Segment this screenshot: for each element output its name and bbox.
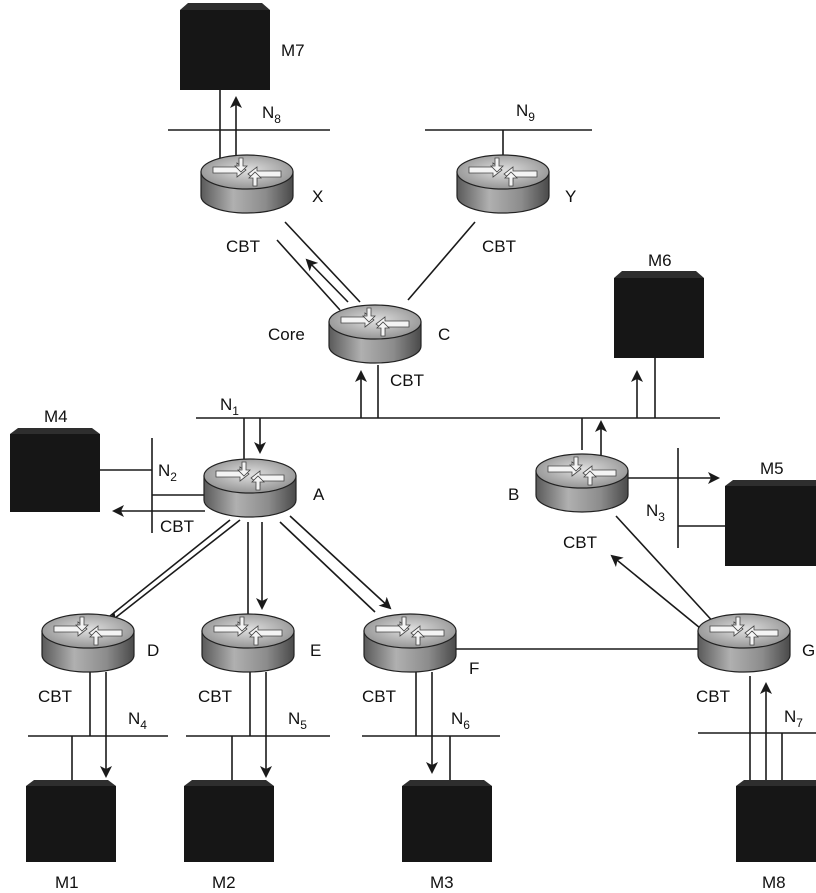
- router-d-label: D: [147, 641, 159, 660]
- host-m4-box: [10, 428, 100, 512]
- router-g-icon: [698, 614, 790, 672]
- router-a-icon: [204, 459, 296, 517]
- link-core-y: [408, 222, 475, 300]
- network-n4-label: N4: [128, 709, 147, 732]
- router-b-cbt-tag: CBT: [563, 533, 597, 552]
- flow-a-to-f: [290, 516, 390, 608]
- router-core-role-label: Core: [268, 325, 305, 344]
- router-e-label: E: [310, 641, 321, 660]
- network-n6-label: N6: [451, 709, 470, 732]
- router-f-label: F: [469, 659, 479, 678]
- router-core-label: C: [438, 325, 450, 344]
- router-x-icon: [201, 155, 293, 213]
- flow-a-to-f-tail: [280, 522, 375, 612]
- host-m3-label: M3: [430, 873, 454, 892]
- host-m6-box: [614, 271, 704, 358]
- router-f-cbt-tag: CBT: [362, 687, 396, 706]
- host-m1-box: [26, 780, 116, 862]
- network-n5-label: N5: [288, 709, 307, 732]
- router-core-icon: [329, 305, 421, 363]
- host-m7-box: [180, 3, 270, 90]
- router-y-icon: [457, 155, 549, 213]
- router-e-icon: [202, 614, 294, 672]
- router-y-label: Y: [565, 187, 576, 206]
- host-m2-label: M2: [212, 873, 236, 892]
- network-n3-label: N3: [646, 501, 665, 524]
- router-g-cbt-tag: CBT: [696, 687, 730, 706]
- host-m5-box: [725, 480, 816, 566]
- host-m6-label: M6: [648, 251, 672, 270]
- router-y-cbt-tag: CBT: [482, 237, 516, 256]
- network-n1-label: N1: [220, 395, 239, 418]
- router-e-cbt-tag: CBT: [198, 687, 232, 706]
- router-b-icon: [536, 454, 628, 512]
- router-b-label: B: [508, 485, 519, 504]
- host-m7-label: M7: [281, 41, 305, 60]
- router-core-cbt-tag: CBT: [390, 371, 424, 390]
- host-m8-box: [736, 780, 816, 862]
- network-n7-label: N7: [784, 707, 803, 730]
- host-m2-box: [184, 780, 274, 862]
- host-m4-label: M4: [44, 407, 68, 426]
- host-m5-label: M5: [760, 459, 784, 478]
- network-n9-label: N9: [516, 101, 535, 124]
- host-m3-box: [402, 780, 492, 862]
- network-n2-label: N2: [158, 461, 177, 484]
- router-g-label: G: [802, 641, 815, 660]
- router-d-icon: [42, 614, 134, 672]
- router-x-label: X: [312, 187, 323, 206]
- router-d-cbt-tag: CBT: [38, 687, 72, 706]
- network-n8-label: N8: [262, 103, 281, 126]
- flow-a-to-d-tail: [95, 520, 230, 628]
- router-f-icon: [364, 614, 456, 672]
- router-x-cbt-tag: CBT: [226, 237, 260, 256]
- host-m8-label: M8: [762, 873, 786, 892]
- flow-core-to-x-tail: [277, 240, 340, 310]
- host-m1-label: M1: [55, 873, 79, 892]
- router-a-cbt-tag: CBT: [160, 517, 194, 536]
- router-a-label: A: [313, 485, 325, 504]
